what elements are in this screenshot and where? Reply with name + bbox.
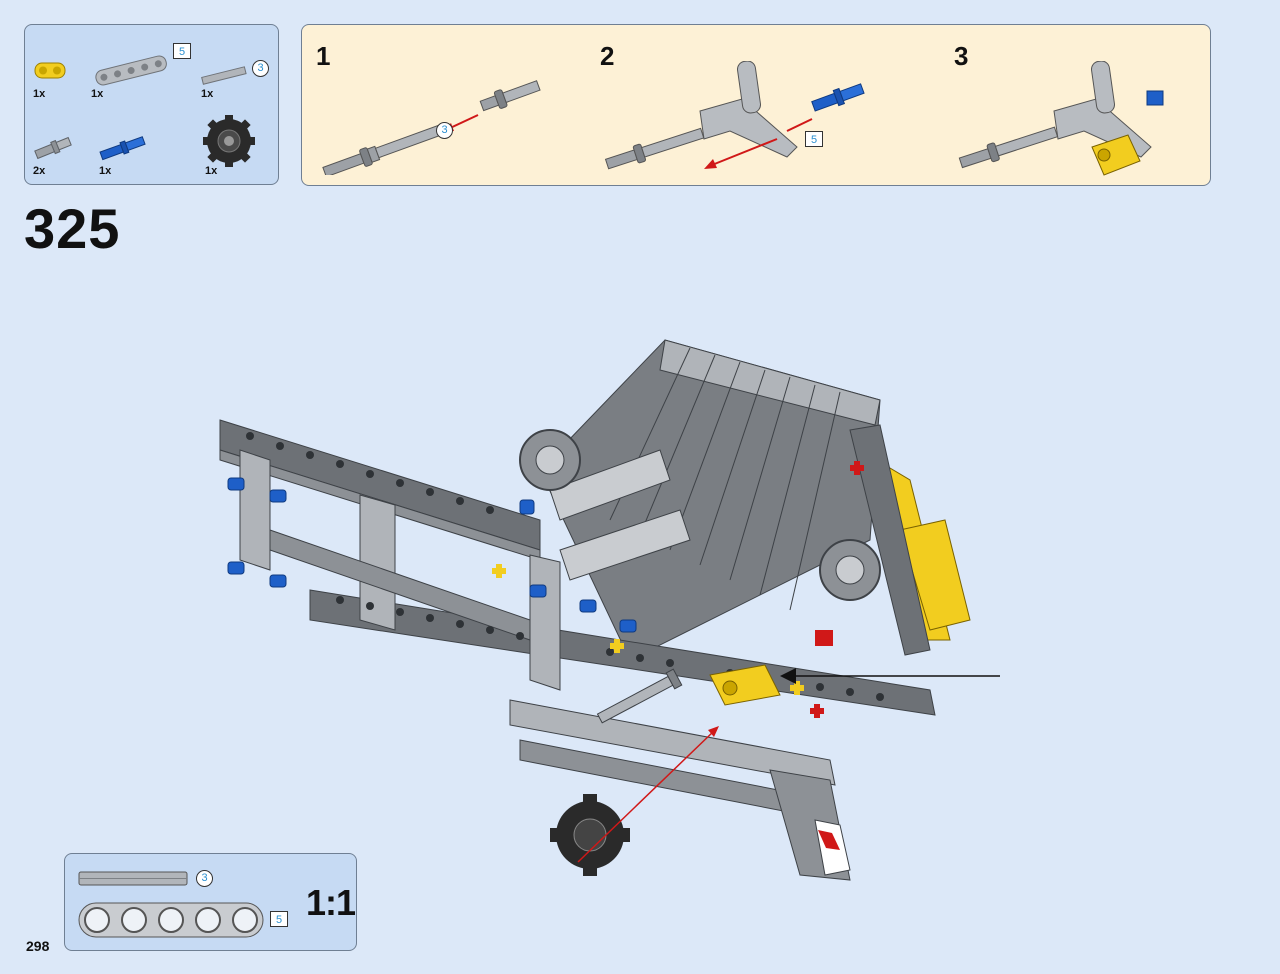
substep-number: 1 [316, 41, 331, 71]
substep-1-illustration [322, 80, 541, 175]
part-qty: 1x [33, 88, 46, 100]
gear-hub-part-icon [203, 115, 255, 167]
substep-callout: 5 [805, 131, 823, 147]
blue-pin-part-icon [99, 136, 146, 161]
yellow-beam-part-icon [34, 62, 66, 79]
step-number: 325 [24, 197, 121, 260]
substep-number: 2 [600, 41, 615, 71]
substep-callout: 3 [436, 122, 453, 139]
parts-list-panel: 1x 5 1x 3 1x 2x 1x [24, 24, 279, 185]
main-model-illustration [219, 339, 1000, 881]
part-qty: 2x [33, 165, 46, 177]
gear-hub-model-icon [550, 794, 630, 876]
part-qty: 1x [99, 165, 112, 177]
axle-part-icon [201, 66, 247, 85]
axle-length-callout: 3 [196, 870, 213, 887]
axle-pin-part-icon [34, 136, 72, 160]
substep-3-illustration [958, 61, 1164, 176]
part-qty: 1x [205, 165, 218, 177]
scale-ratio: 1:1 [306, 882, 356, 923]
axle-scale-icon [78, 871, 188, 886]
beam-length-callout: 5 [270, 911, 288, 927]
part-length-callout: 5 [173, 43, 191, 59]
substep-number: 3 [954, 41, 969, 71]
scale-reference-panel: 3 5 [64, 853, 357, 951]
subassembly-panel: 1 2 3 3 [301, 24, 1211, 186]
part-qty: 1x [201, 88, 214, 100]
part-qty: 1x [91, 88, 104, 100]
part-length-callout: 3 [252, 60, 269, 77]
grey-beam-part-icon [95, 55, 167, 86]
substep-2-illustration [604, 61, 865, 170]
beam-scale-icon [78, 902, 264, 938]
page-number: 298 [26, 938, 50, 954]
